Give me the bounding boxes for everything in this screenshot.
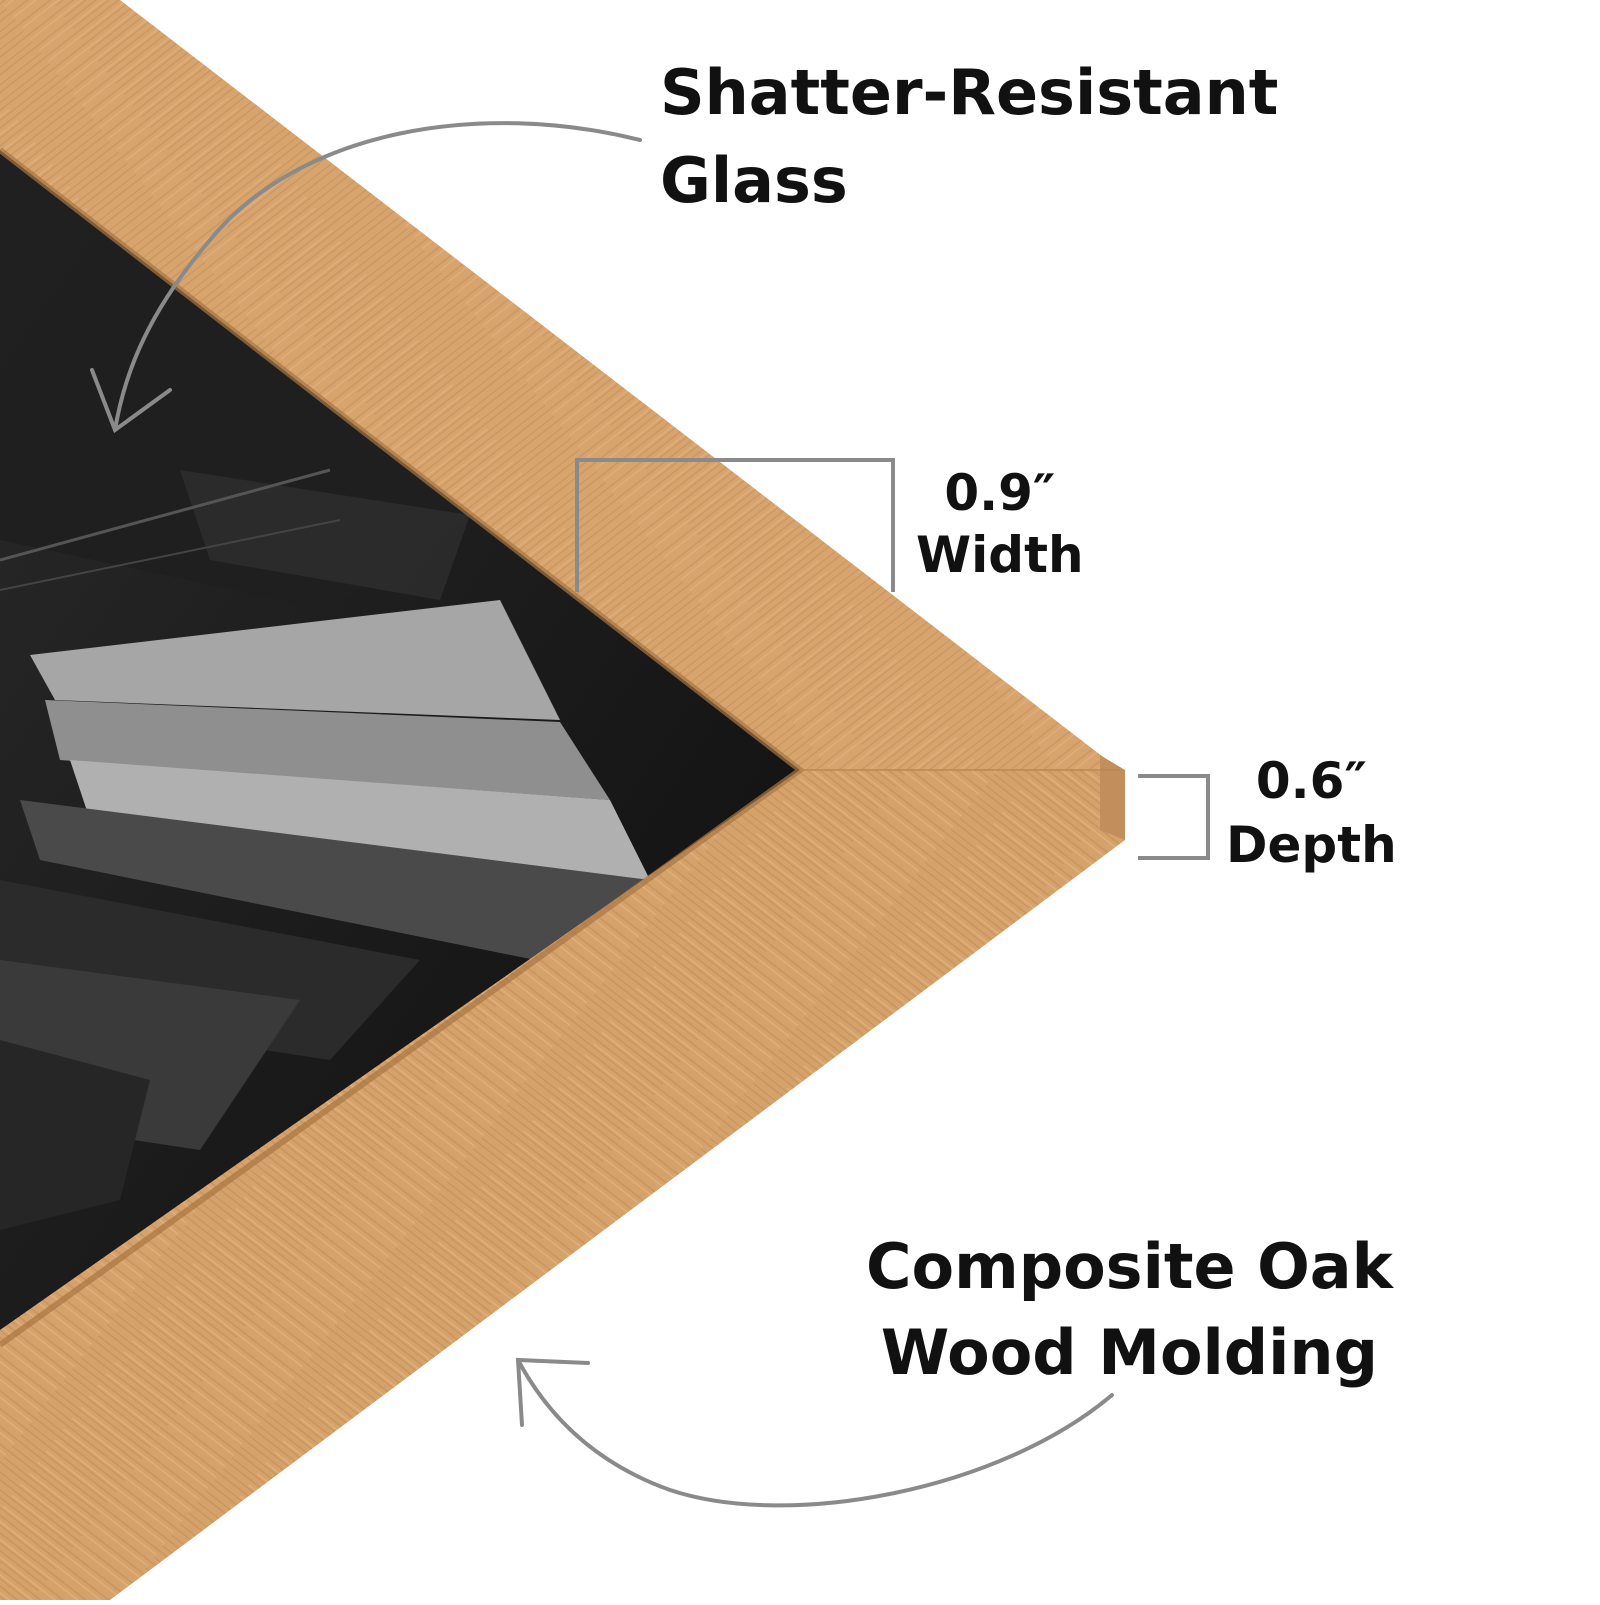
depth-label: Depth	[1226, 816, 1397, 874]
glass-callout-line2: Glass	[660, 144, 848, 217]
depth-callout: 0.6″ Depth	[1226, 756, 1397, 870]
molding-arrow	[515, 1357, 1114, 1508]
molding-callout-line2: Wood Molding	[880, 1316, 1378, 1389]
depth-value: 0.6″	[1255, 752, 1367, 810]
frame-molding	[0, 0, 1125, 1600]
glass-callout-line1: Shatter-Resistant	[660, 56, 1279, 129]
width-bracket	[575, 458, 895, 592]
depth-bracket	[1138, 774, 1210, 860]
molding-callout-line1: Composite Oak	[866, 1230, 1393, 1303]
width-value: 0.9″	[944, 464, 1056, 522]
width-label: Width	[916, 526, 1084, 584]
glass-arrow	[90, 121, 642, 434]
glass-callout: Shatter-Resistant Glass	[660, 62, 1278, 212]
molding-callout: Composite Oak Wood Molding	[866, 1236, 1393, 1384]
framed-print	[0, 150, 800, 1330]
width-callout: 0.9″ Width	[916, 468, 1084, 580]
